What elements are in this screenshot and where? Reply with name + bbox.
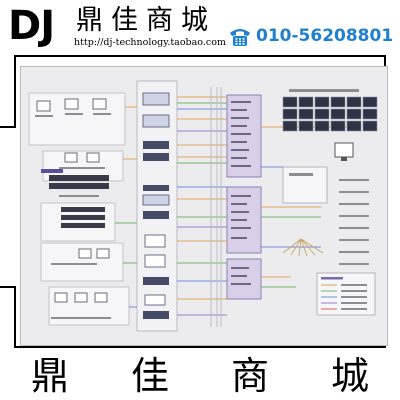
center-device-column: [136, 80, 178, 332]
telephone-icon: [230, 29, 250, 46]
central-matrix-racks: [226, 94, 262, 300]
left-text-placeholders: [35, 113, 111, 319]
footer-char-1: 鼎: [30, 354, 69, 398]
left-device-racks: [41, 169, 109, 228]
frame-left-notch: [0, 126, 16, 128]
left-monitor-icons: [36, 98, 110, 303]
frame-top-line: [14, 55, 386, 57]
frame-left-lower-line: [14, 286, 16, 348]
footer-char-2: 佳: [130, 354, 169, 398]
diagram-legend: [316, 272, 376, 316]
system-diagram: [20, 66, 388, 346]
diagram-canvas: [28, 80, 378, 332]
connection-lines: [115, 87, 351, 327]
right-text-placeholders: [339, 179, 369, 265]
shop-url[interactable]: http://dj-technology.taobao.com: [74, 37, 226, 48]
video-wall-title-placeholder: [289, 89, 359, 92]
right-screen-panel: [282, 166, 328, 204]
right-video-wall: [282, 96, 378, 132]
footer-char-3: 商: [230, 354, 269, 398]
right-cable-fan: [282, 238, 324, 257]
shop-logo: DJ: [8, 3, 55, 49]
footer-char-4: 城: [330, 354, 369, 398]
shop-name: 鼎佳商城: [76, 5, 216, 36]
frame-bottom-line: [14, 346, 386, 348]
phone-contact: 010-56208801: [228, 22, 393, 50]
frame-left-upper-line: [14, 55, 16, 127]
footer-shop-name: 鼎 佳 商 城: [0, 352, 400, 400]
shop-header: DJ 鼎佳商城 http://dj-technology.taobao.com …: [0, 0, 400, 56]
phone-number[interactable]: 010-56208801: [256, 26, 394, 46]
frame-left-notch-lower: [0, 286, 16, 288]
rack-text-placeholders: [231, 101, 251, 285]
right-monitor: [334, 142, 354, 161]
